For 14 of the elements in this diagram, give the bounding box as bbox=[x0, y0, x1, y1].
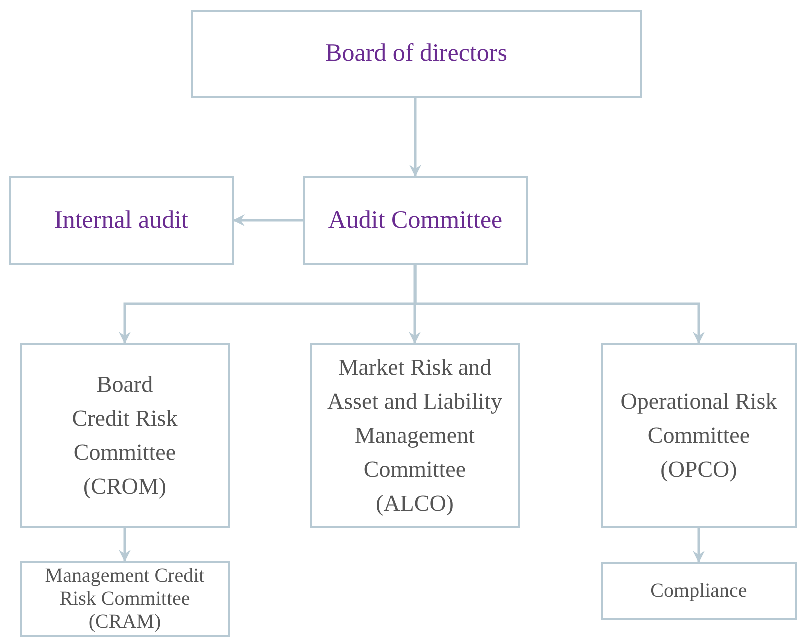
committee-box: Market Risk and Asset and Liability Management Committee (ALCO) bbox=[310, 343, 520, 528]
arrow bbox=[414, 265, 705, 344]
committee-box: Compliance bbox=[601, 562, 797, 620]
committee-box: Management Credit Risk Committee (CRAM) bbox=[20, 561, 230, 637]
committee-box: Board Credit Risk Committee (CROM) bbox=[20, 343, 230, 528]
arrow bbox=[233, 214, 303, 226]
committee-box: Operational Risk Committee (OPCO) bbox=[601, 343, 797, 528]
arrow bbox=[693, 528, 705, 563]
arrow bbox=[409, 265, 421, 344]
arrow bbox=[410, 98, 422, 177]
committee-box: Audit Committee bbox=[303, 176, 528, 265]
committee-box: Board of directors bbox=[191, 10, 642, 98]
arrow bbox=[119, 528, 131, 562]
committee-box: Internal audit bbox=[9, 176, 234, 265]
